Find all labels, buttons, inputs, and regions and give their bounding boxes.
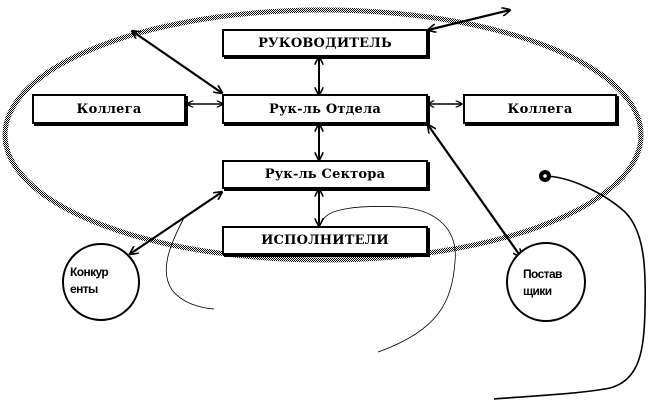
competitors-label-line1: Конкур <box>70 265 109 279</box>
freehand-stroke-middle <box>321 206 456 353</box>
freehand-stroke-right <box>493 175 647 400</box>
node-dept-head-label: Рук-ль Отдела <box>269 101 381 117</box>
competitors-label-line2: енты <box>70 282 98 296</box>
node-colleague-left-label: Коллега <box>76 101 142 117</box>
node-sector-head: Рук-ль Сектора <box>222 160 428 189</box>
node-colleague-right-label: Коллега <box>507 101 573 117</box>
suppliers-circle <box>506 242 586 322</box>
suppliers-label: Постав щики <box>523 266 562 300</box>
node-head-label: РУКОВОДИТЕЛЬ <box>258 35 392 51</box>
node-sector-head-label: Рук-ль Сектора <box>264 167 386 182</box>
organization-boundary <box>2 7 644 263</box>
edge-dept-outside-top-left <box>132 31 222 93</box>
node-dept-head: Рук-ль Отдела <box>222 94 428 124</box>
competitors-label: Конкур енты <box>70 264 109 298</box>
suppliers-label-line2: щики <box>523 284 552 298</box>
freehand-stroke-left <box>165 217 215 310</box>
node-executors-label: ИСПОЛНИТЕЛИ <box>261 233 389 248</box>
freehand-dot-center <box>543 174 547 178</box>
edge-dept-suppliers <box>428 125 521 257</box>
node-colleague-right: Коллега <box>463 94 617 124</box>
node-head: РУКОВОДИТЕЛЬ <box>222 29 428 57</box>
edge-head-outside-top-right <box>428 10 510 30</box>
suppliers-label-line1: Постав <box>523 267 562 281</box>
node-colleague-left: Коллега <box>32 94 186 124</box>
edge-sector-competitors <box>130 192 222 254</box>
competitors-circle <box>62 243 140 321</box>
node-executors: ИСПОЛНИТЕЛИ <box>222 226 428 255</box>
